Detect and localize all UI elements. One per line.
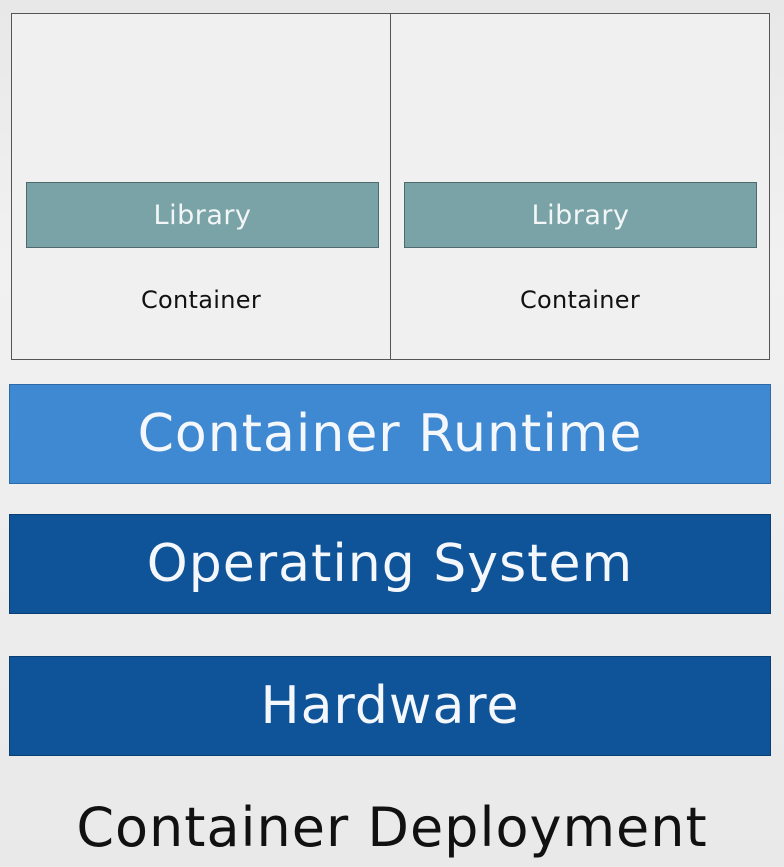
container-label-2: Container xyxy=(520,286,640,314)
container-box-2: Library Container xyxy=(391,13,770,360)
diagram-caption: Container Deployment xyxy=(76,796,708,859)
container-runtime-layer: Container Runtime xyxy=(9,384,771,484)
library-block-1: Library xyxy=(26,182,379,248)
container-label-1: Container xyxy=(141,286,261,314)
operating-system-layer: Operating System xyxy=(9,514,771,614)
container-box-1: Library Container xyxy=(11,13,391,360)
library-block-2: Library xyxy=(404,182,757,248)
hardware-layer: Hardware xyxy=(9,656,771,756)
containers-row: Library Container Library Container xyxy=(11,13,770,360)
